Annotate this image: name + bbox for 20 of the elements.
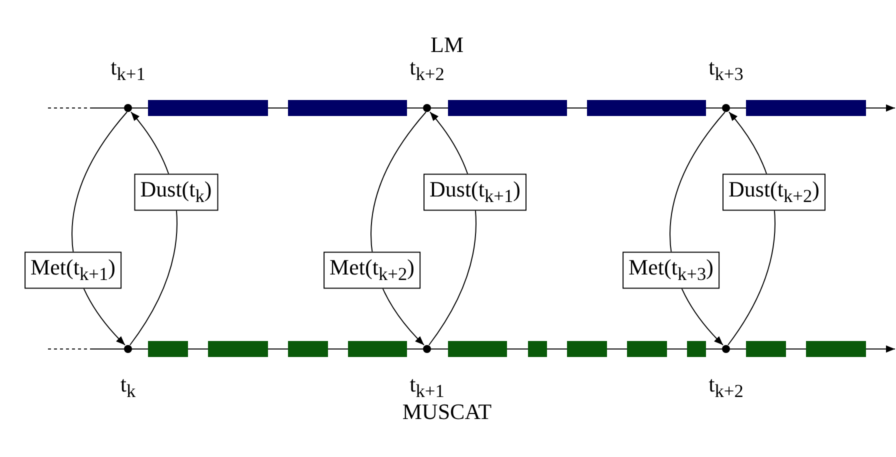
time-label: t$_{k+1}$ bbox=[110, 56, 146, 84]
model-label: MUSCAT bbox=[402, 401, 492, 423]
model-label: LM bbox=[430, 34, 464, 56]
time-label: t$_{k+3}$ bbox=[708, 56, 744, 84]
edge-label: Met(t$_{k+1}$) bbox=[24, 252, 122, 288]
time-label: t$_{k+1}$ bbox=[410, 374, 444, 400]
time-label: t$_{k}$ bbox=[120, 374, 136, 400]
edge-label: Dust(t$_{k+2}$) bbox=[722, 174, 826, 210]
time-label: t$_{k+2}$ bbox=[708, 374, 744, 400]
edge-label: Met(t$_{k+3}$) bbox=[622, 252, 720, 288]
edge-label: Dust(t$_{k+1}$) bbox=[424, 174, 526, 210]
time-label: t$_{k+2}$ bbox=[410, 56, 444, 84]
time-point bbox=[423, 104, 431, 112]
time-point bbox=[722, 104, 730, 112]
time-point bbox=[722, 345, 730, 353]
edge-label: Dust(t$_{k}$) bbox=[134, 174, 218, 210]
time-point bbox=[423, 345, 431, 353]
time-point bbox=[124, 345, 132, 353]
edge-label: Met(t$_{k+2}$) bbox=[324, 252, 420, 288]
time-point bbox=[124, 104, 132, 112]
